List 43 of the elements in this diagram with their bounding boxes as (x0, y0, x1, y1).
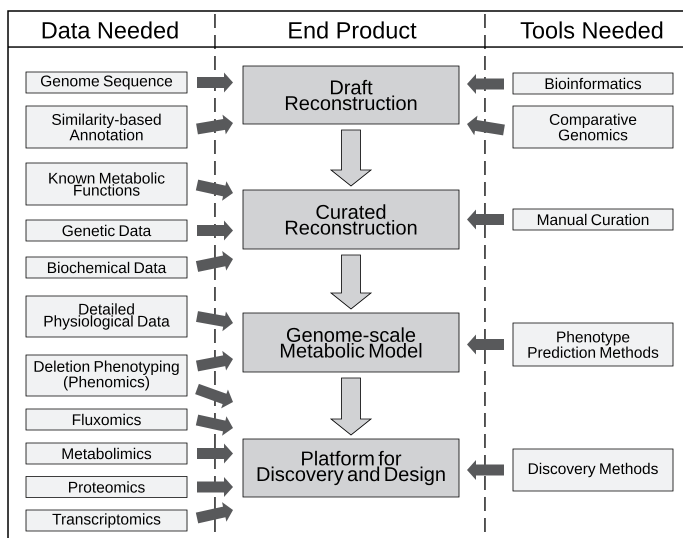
stage-box: Curated Reconstruction (242, 190, 460, 250)
block-arrow (467, 334, 504, 354)
tool-box: Phenotype Prediction Methods (512, 322, 674, 366)
tool-box: Comparative Genomics (512, 106, 674, 148)
data-box: Deletion Phenotyping (Phenomics) (26, 354, 188, 396)
block-arrow (330, 130, 372, 187)
stage-box: Genome-scale Metabolic Model (242, 312, 460, 372)
block-arrow (467, 116, 505, 136)
block-arrow (197, 72, 233, 92)
stage-box: Platform for Discovery and Design (242, 438, 460, 498)
block-arrow (467, 74, 504, 94)
column-header: End Product (289, 21, 416, 39)
block-arrow (330, 378, 372, 436)
data-box: Metabolimics (26, 442, 188, 464)
block-arrow (196, 114, 233, 134)
column-header: Tools Needed (520, 21, 662, 39)
block-arrow (196, 502, 233, 524)
block-arrow (196, 414, 233, 436)
data-box: Transcriptomics (26, 510, 188, 532)
block-arrow (196, 180, 233, 201)
block-arrow (196, 251, 233, 272)
block-arrow (330, 254, 372, 310)
block-arrow (195, 384, 233, 408)
tool-box: Bioinformatics (512, 72, 674, 94)
data-box: Fluxomics (26, 408, 188, 430)
block-arrow (467, 460, 504, 480)
block-arrow (197, 477, 233, 497)
block-arrow (467, 210, 504, 230)
data-box: Genetic Data (26, 220, 188, 242)
block-arrow (197, 220, 233, 240)
tool-box: Discovery Methods (512, 448, 674, 492)
data-box: Genome Sequence (26, 72, 188, 94)
data-box: Proteomics (26, 476, 188, 498)
block-arrow (196, 311, 233, 332)
data-box: Biochemical Data (26, 256, 188, 278)
block-arrow (197, 444, 233, 464)
data-box: Detailed Physiological Data (26, 296, 188, 338)
data-box: Similarity-based Annotation (26, 106, 188, 148)
stage-box: Draft Reconstruction (242, 66, 460, 124)
data-box: Known Metabolic Functions (26, 162, 188, 206)
tool-box: Manual Curation (512, 208, 674, 230)
column-header: Data Needed (42, 21, 178, 39)
block-arrow (196, 350, 233, 372)
